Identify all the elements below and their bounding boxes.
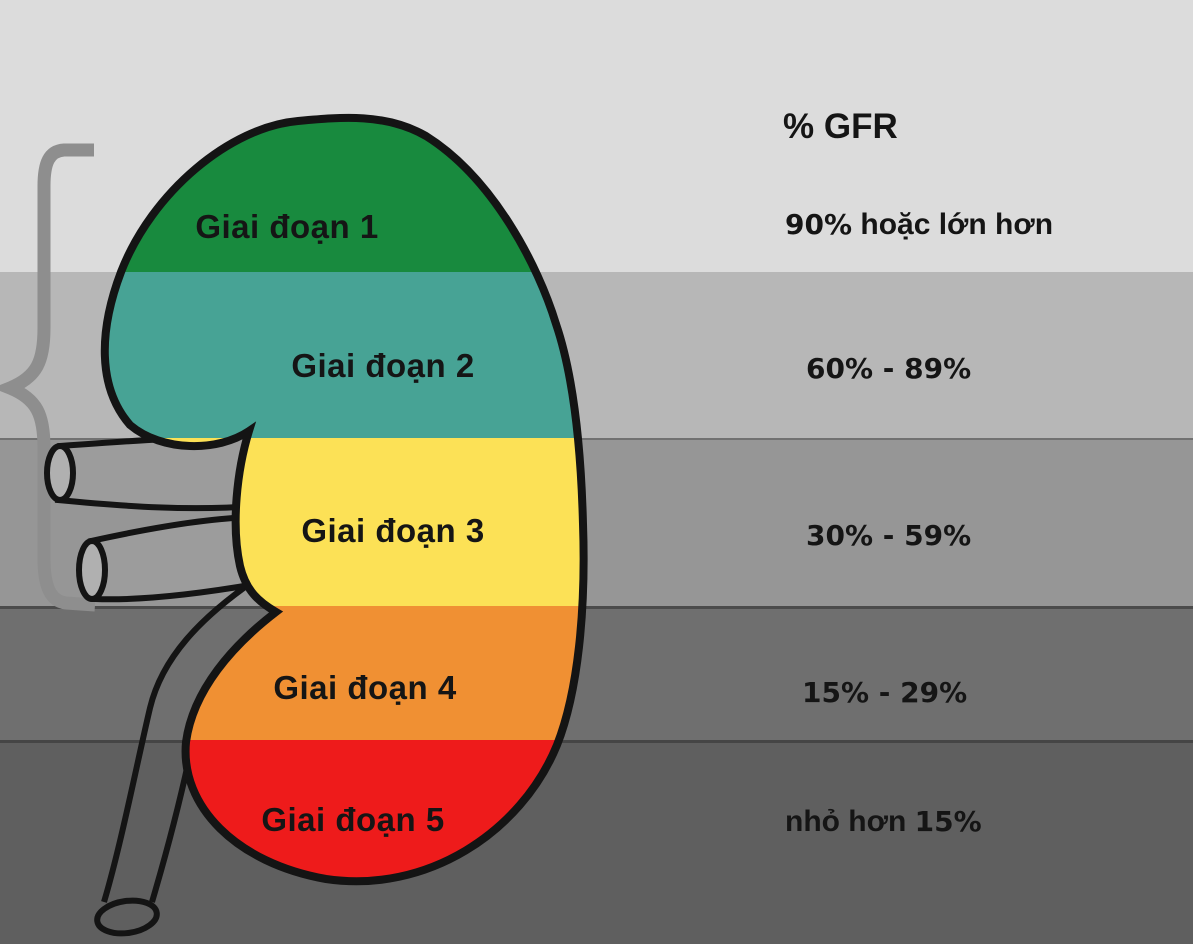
kidney-outline [100, 113, 588, 886]
kidney-band-stage5 [104, 740, 584, 882]
gfr-column-title: % GFR [783, 107, 898, 146]
renal-vessel-upper-opening [44, 443, 76, 503]
gfr-value-stage4: 15% - 29% [802, 676, 967, 710]
gfr-value-stage5: nhỏ hơn 15% [785, 805, 982, 839]
renal-vessels [44, 432, 268, 603]
gfr-value-stage1: 90% hoặc lớn hơn [785, 208, 1053, 242]
gfr-number: 90% [785, 208, 853, 241]
stage-label-2: Giai đoạn 2 [291, 347, 475, 384]
gfr-value-stage2: 60% - 89% [806, 352, 971, 386]
gfr-number: 60% - 89% [806, 352, 972, 385]
gfr-text: nhỏ hơn [785, 805, 915, 838]
stage-label-5: Giai đoạn 5 [261, 801, 445, 838]
kidney-band-stage2 [104, 272, 584, 438]
stage-label-4: Giai đoạn 4 [273, 669, 457, 706]
renal-vessel-lower-opening [76, 538, 108, 602]
kidney-band-stage4 [104, 606, 584, 740]
gfr-value-stage3: 30% - 59% [806, 519, 971, 553]
gfr-number: 30% - 59% [806, 519, 972, 552]
gfr-number: 15% [914, 805, 982, 838]
stage-label-3: Giai đoạn 3 [301, 512, 485, 549]
brace-icon [0, 143, 96, 612]
gfr-text: hoặc lớn hơn [852, 208, 1054, 241]
stage-label-1: Giai đoạn 1 [195, 208, 379, 245]
gfr-number: 15% - 29% [802, 676, 968, 709]
